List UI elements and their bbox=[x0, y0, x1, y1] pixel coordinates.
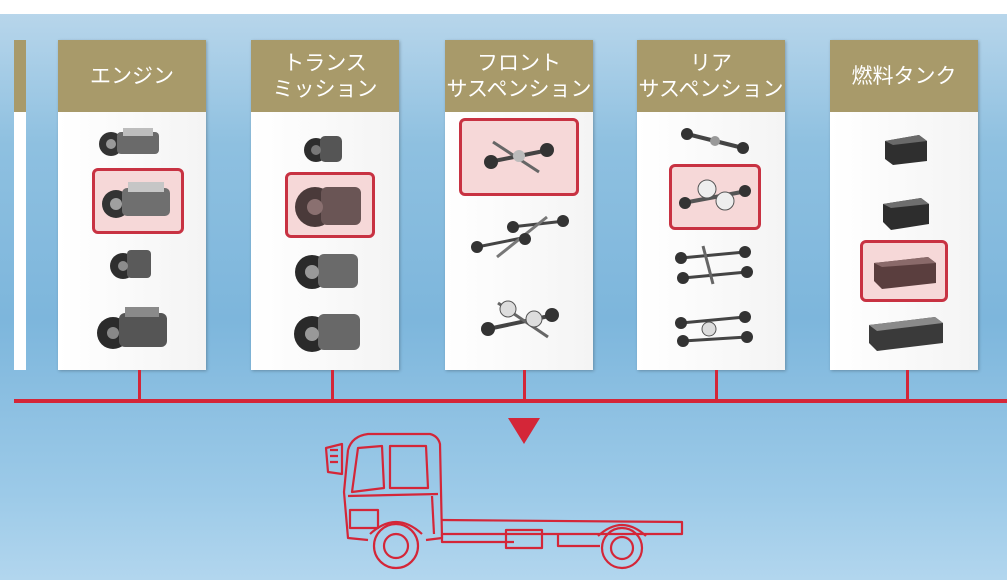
connector-transmission bbox=[331, 370, 334, 401]
front-suspension-variant-1[interactable] bbox=[459, 118, 579, 196]
panel-header-engine: エンジン bbox=[58, 40, 206, 112]
connector-engine bbox=[138, 370, 141, 401]
partial-panel-left bbox=[14, 40, 26, 370]
panel-fuel-tank: 燃料タンク bbox=[830, 40, 978, 370]
panel-header-fuel-tank: 燃料タンク bbox=[830, 40, 978, 112]
panel-body-front-suspension bbox=[445, 112, 593, 370]
engine-variant-4[interactable] bbox=[92, 298, 176, 358]
header-line: トランス bbox=[283, 51, 367, 75]
panel-body-transmission bbox=[251, 112, 399, 370]
panel-engine: エンジン bbox=[58, 40, 206, 370]
panel-transmission: トランス ミッション bbox=[251, 40, 399, 370]
rear-suspension-variant-4[interactable] bbox=[671, 298, 757, 356]
rear-suspension-variant-3[interactable] bbox=[671, 236, 757, 292]
front-suspension-icon bbox=[484, 140, 554, 174]
fuel-tank-variant-1[interactable] bbox=[876, 126, 934, 170]
panel-body-rear-suspension bbox=[637, 112, 785, 370]
engine-variant-3[interactable] bbox=[102, 240, 162, 288]
header-line: フロント bbox=[477, 51, 561, 75]
header-line: サスペンション bbox=[638, 77, 784, 101]
engine-icon bbox=[97, 307, 167, 349]
transmission-variant-3[interactable] bbox=[291, 244, 367, 294]
rear-suspension-variant-2[interactable] bbox=[669, 164, 761, 230]
connector-front-suspension bbox=[523, 370, 526, 401]
panel-body-fuel-tank bbox=[830, 112, 978, 370]
rear-suspension-icon bbox=[675, 245, 753, 285]
engine-icon bbox=[110, 250, 151, 279]
header-line: サスペンション bbox=[446, 77, 592, 101]
header-line: ミッション bbox=[272, 77, 378, 101]
fuel-tank-icon bbox=[883, 198, 929, 230]
front-suspension-icon bbox=[481, 300, 559, 339]
panel-header-front-suspension: フロント サスペンション bbox=[445, 40, 593, 112]
fuel-tank-variant-3[interactable] bbox=[860, 240, 948, 302]
header-line: 燃料タンク bbox=[851, 64, 957, 88]
front-suspension-icon bbox=[471, 215, 569, 259]
engine-variant-1[interactable] bbox=[92, 122, 172, 162]
connector-rear-suspension bbox=[715, 370, 718, 401]
front-suspension-variant-3[interactable] bbox=[475, 284, 565, 354]
fuel-tank-icon bbox=[869, 317, 943, 351]
panel-rear-suspension: リア サスペンション bbox=[637, 40, 785, 370]
transmission-icon bbox=[295, 254, 358, 289]
transmission-variant-2[interactable] bbox=[285, 172, 375, 238]
transmission-icon bbox=[294, 314, 360, 352]
panel-header-transmission: トランス ミッション bbox=[251, 40, 399, 112]
connector-bus bbox=[14, 399, 1007, 403]
fuel-tank-icon bbox=[885, 135, 927, 165]
rear-suspension-icon bbox=[681, 128, 749, 154]
panel-body-engine bbox=[58, 112, 206, 370]
rear-suspension-icon bbox=[675, 311, 753, 347]
rear-suspension-variant-1[interactable] bbox=[677, 120, 753, 162]
fuel-tank-variant-2[interactable] bbox=[874, 188, 936, 234]
transmission-icon bbox=[295, 187, 361, 227]
panel-header-rear-suspension: リア サスペンション bbox=[637, 40, 785, 112]
engine-variant-2[interactable] bbox=[92, 168, 184, 234]
fuel-tank-variant-4[interactable] bbox=[860, 308, 950, 358]
engine-icon bbox=[102, 182, 170, 218]
top-strip bbox=[0, 0, 1007, 14]
truck-outline-icon bbox=[324, 432, 684, 570]
fuel-tank-icon bbox=[874, 257, 936, 289]
down-triangle-icon bbox=[508, 418, 540, 444]
transmission-variant-1[interactable] bbox=[299, 126, 351, 170]
header-line: リア bbox=[690, 51, 732, 75]
engine-icon bbox=[99, 128, 159, 156]
transmission-icon bbox=[304, 136, 342, 162]
panel-front-suspension: フロント サスペンション bbox=[445, 40, 593, 370]
transmission-variant-4[interactable] bbox=[289, 302, 369, 358]
header-line: エンジン bbox=[90, 64, 174, 88]
front-suspension-variant-2[interactable] bbox=[465, 204, 575, 270]
connector-fuel-tank bbox=[906, 370, 909, 401]
rear-suspension-icon bbox=[679, 179, 751, 211]
